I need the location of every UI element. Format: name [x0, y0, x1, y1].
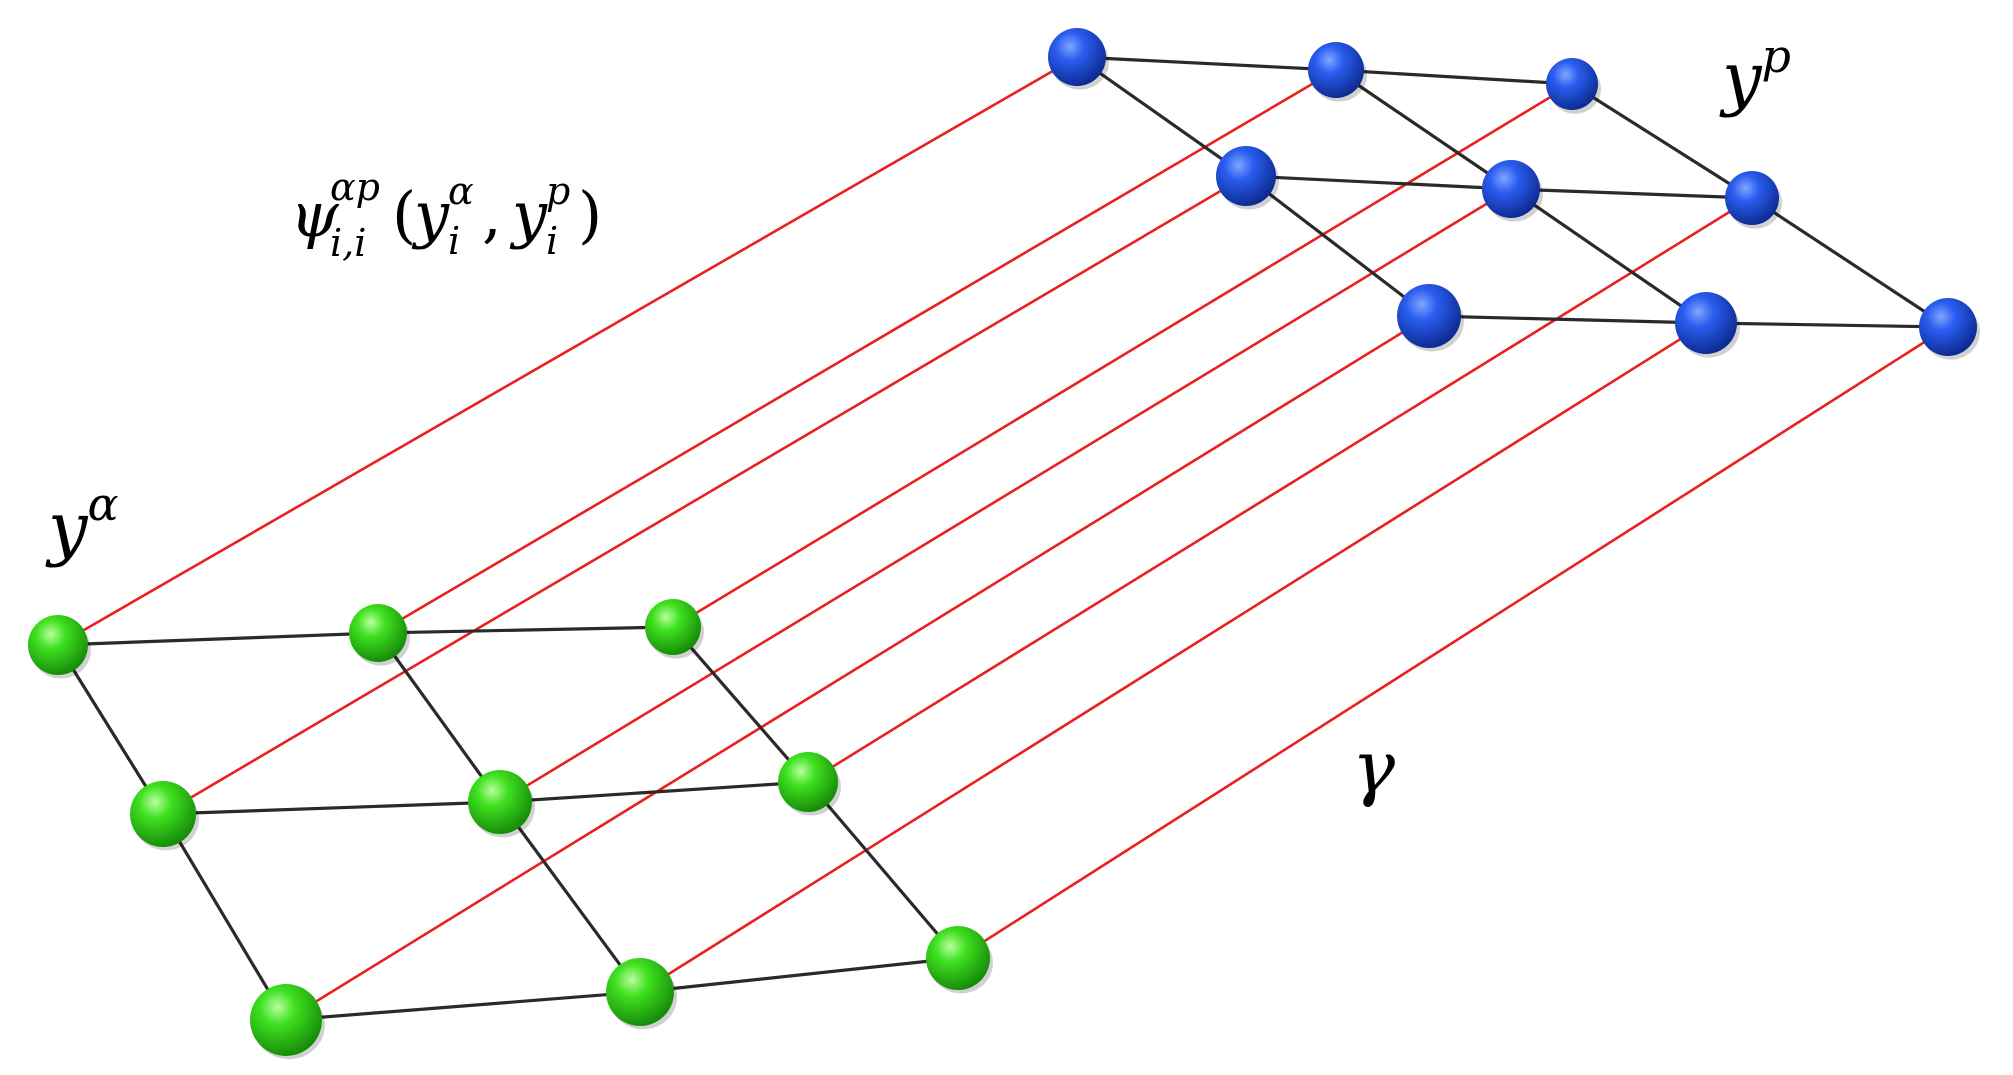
- top-node-0-2: [1546, 58, 1598, 110]
- potential-close-paren: ): [578, 178, 602, 251]
- potential-arg1-sup: α: [448, 169, 474, 213]
- bottom-node-0-0: [28, 615, 88, 675]
- potential-arg1-base: y: [411, 178, 450, 251]
- potential-arg2-sup: p: [546, 169, 570, 213]
- bottom-edge-h-1-1: [499, 780, 809, 804]
- top-edge-v-1-2: [1751, 196, 1949, 329]
- bottom-edge-v-1-1: [498, 801, 642, 993]
- top-node-2-2: [1919, 298, 1977, 356]
- top-edge-h-0-0: [1076, 55, 1337, 72]
- bottom-edge-v-0-2: [671, 625, 810, 784]
- top-node-2-1: [1675, 292, 1737, 354]
- bottom-edge-v-0-1: [376, 632, 502, 803]
- potential-sup: αp: [330, 165, 380, 209]
- correspondence-line-2-0: [285, 314, 1430, 1022]
- potential-arg2-sub: i: [546, 219, 558, 263]
- gamma-label: γ: [1352, 725, 1396, 809]
- potential-psi: ψ: [290, 178, 340, 251]
- top-edge-h-0-1: [1335, 68, 1573, 86]
- top-edge-h-2-1: [1705, 321, 1949, 329]
- bottom-edge-h-2-1: [639, 956, 959, 994]
- top-edge-v-0-0: [1076, 55, 1247, 178]
- bottom-edge-v-1-2: [806, 780, 960, 960]
- top-node-0-1: [1308, 42, 1364, 98]
- top-node-1-1: [1482, 160, 1540, 218]
- top-grid-nodes: [1048, 28, 1980, 360]
- potential-comma: ,: [482, 178, 502, 251]
- top-grid-label-base: y: [1719, 37, 1763, 119]
- bottom-grid-label-base: y: [45, 487, 89, 569]
- top-edge-h-2-0: [1428, 314, 1707, 325]
- potential-arg1-sub: i: [448, 219, 460, 263]
- bottom-edge-h-0-0: [57, 631, 379, 647]
- bottom-node-0-1: [349, 604, 407, 662]
- correspondence-line-1-2: [807, 196, 1753, 784]
- correspondence-line-0-0: [57, 55, 1078, 647]
- bottom-edge-h-0-1: [377, 625, 674, 635]
- bottom-node-2-1: [606, 958, 674, 1026]
- potential-label: ψ αp i,i ( y α i , y p i ): [290, 165, 602, 265]
- top-edge-h-1-0: [1245, 174, 1512, 191]
- top-edge-v-1-0: [1245, 174, 1430, 318]
- bottom-node-1-0: [130, 781, 196, 847]
- bottom-edge-v-1-0: [161, 813, 288, 1021]
- potential-sub: i,i: [330, 221, 366, 265]
- top-edge-h-1-1: [1510, 187, 1753, 200]
- bottom-edge-v-0-0: [56, 644, 165, 815]
- bottom-grid-label: yα: [45, 477, 119, 569]
- top-edge-v-0-1: [1335, 68, 1512, 191]
- correspondence-line-2-1: [639, 321, 1707, 994]
- correspondence-line-1-1: [499, 187, 1512, 804]
- bottom-edge-h-1-0: [162, 800, 501, 816]
- top-grid-edges: [1076, 55, 1949, 329]
- bottom-node-0-2: [645, 599, 701, 655]
- bottom-grid-label-sup: α: [88, 477, 119, 531]
- top-edge-v-0-2: [1571, 82, 1753, 200]
- bottom-node-2-0: [250, 984, 322, 1056]
- bottom-node-1-1: [468, 770, 532, 834]
- correspondence-lines: [57, 55, 1949, 1022]
- potential-arg2-base: y: [509, 178, 548, 251]
- bottom-node-1-2: [778, 752, 838, 812]
- correspondence-line-0-2: [672, 82, 1573, 629]
- correspondence-line-1-0: [162, 174, 1247, 816]
- bottom-edge-h-2-0: [285, 990, 641, 1022]
- top-edge-v-1-1: [1510, 187, 1707, 325]
- top-node-1-2: [1725, 171, 1779, 225]
- bottom-grid-nodes: [28, 599, 993, 1060]
- top-node-2-0: [1397, 284, 1461, 348]
- correspondence-line-0-1: [377, 68, 1337, 635]
- top-grid-label: yp: [1719, 29, 1791, 119]
- potential-open-paren: (: [392, 178, 416, 251]
- top-node-0-0: [1048, 28, 1106, 86]
- correspondence-line-2-2: [957, 325, 1949, 960]
- bottom-grid-edges: [56, 625, 960, 1022]
- bottom-node-2-2: [926, 926, 990, 990]
- top-grid-label-sup: p: [1762, 29, 1791, 83]
- top-node-1-0: [1216, 146, 1276, 206]
